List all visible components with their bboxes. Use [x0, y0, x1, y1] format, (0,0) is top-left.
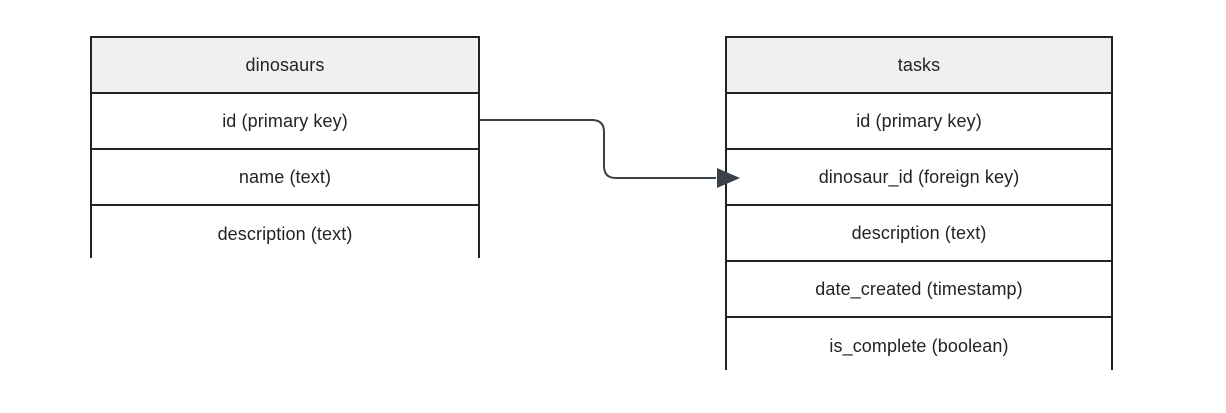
entity-field-dinosaurs-name: name (text) [92, 150, 478, 206]
entity-title-tasks: tasks [727, 38, 1111, 94]
entity-table-dinosaurs[interactable]: dinosaurs id (primary key) name (text) d… [90, 36, 480, 262]
relationship-line [480, 119, 716, 179]
relationship-connector-dinosaurs-tasks[interactable] [480, 119, 740, 188]
entity-field-tasks-description: description (text) [727, 206, 1111, 262]
entity-field-tasks-is-complete: is_complete (boolean) [727, 318, 1111, 374]
entity-field-tasks-dinosaur-id: dinosaur_id (foreign key) [727, 150, 1111, 206]
entity-field-tasks-date-created: date_created (timestamp) [727, 262, 1111, 318]
entity-table-tasks[interactable]: tasks id (primary key) dinosaur_id (fore… [725, 36, 1113, 374]
entity-field-dinosaurs-description: description (text) [92, 206, 478, 262]
entity-field-dinosaurs-id: id (primary key) [92, 94, 478, 150]
entity-field-tasks-id: id (primary key) [727, 94, 1111, 150]
entity-title-dinosaurs: dinosaurs [92, 38, 478, 94]
